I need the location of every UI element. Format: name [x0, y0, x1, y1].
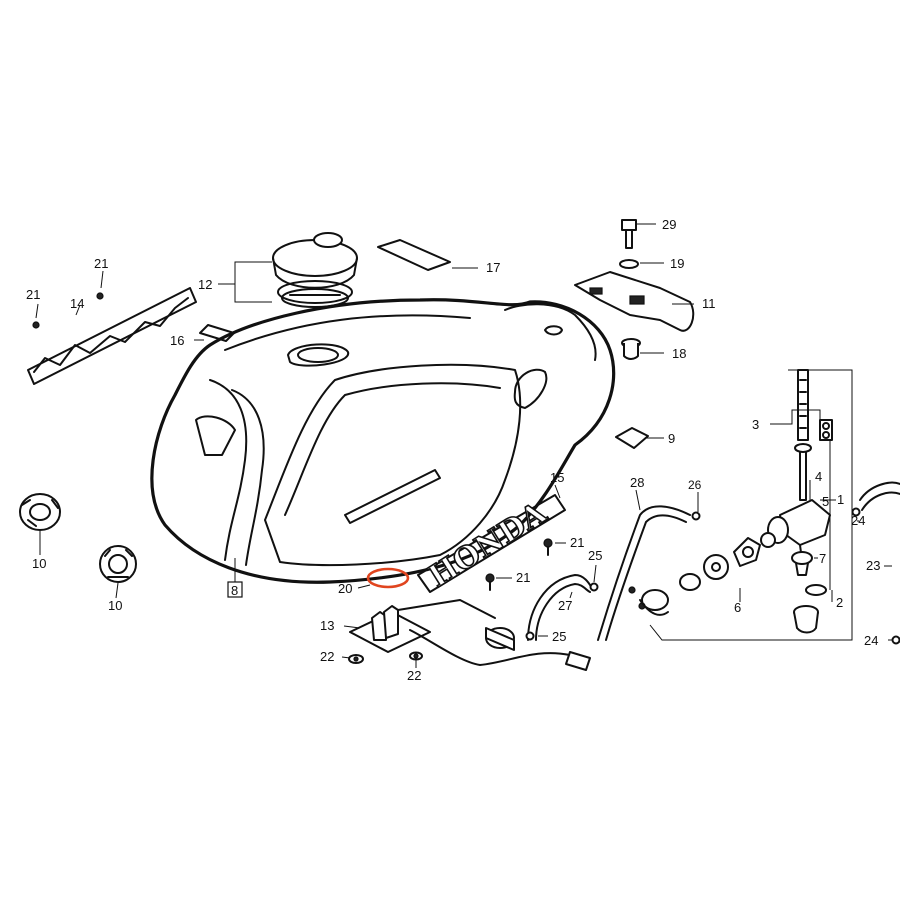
- emblem-plate: [615, 427, 649, 449]
- callout-13: 13: [320, 618, 334, 633]
- callout-6: 6: [734, 600, 741, 615]
- callout-10-right: 10: [108, 598, 122, 613]
- callout-24-lower: 24: [864, 633, 878, 648]
- callout-8-box: [227, 581, 243, 598]
- callout-21-upper: 21: [570, 535, 584, 550]
- sediment-cup-2: [793, 584, 827, 634]
- callout-24-upper: 24: [851, 513, 865, 528]
- bushing-18: [621, 338, 641, 360]
- nut-22-left: [348, 654, 364, 664]
- callout-9: 9: [668, 431, 675, 446]
- screw-21-a: [543, 538, 553, 556]
- callout-23: 23: [866, 558, 880, 573]
- callout-28: 28: [630, 475, 644, 490]
- clip-26: [691, 511, 701, 521]
- callout-19: 19: [670, 256, 684, 271]
- fuel-cock-lever-set: [628, 532, 776, 616]
- fuel-hose-27: [527, 574, 593, 641]
- fuel-strainer-pipe: [794, 369, 812, 501]
- callout-1: 1: [837, 492, 844, 507]
- callout-20: 20: [338, 581, 352, 596]
- callout-29: 29: [662, 217, 676, 232]
- rubber-damper-left: [19, 493, 61, 531]
- callout-22-right: 22: [407, 668, 421, 683]
- callout-21-left: 21: [26, 287, 40, 302]
- pad: [199, 324, 235, 342]
- washer-19: [619, 259, 639, 269]
- bracket-frame-1: [649, 369, 853, 641]
- fuel-unit: [349, 599, 591, 671]
- callout-5: 5: [822, 494, 829, 509]
- callout-27: 27: [558, 598, 572, 613]
- callout-22-left: 22: [320, 649, 334, 664]
- clip-24-lower: [891, 635, 900, 645]
- clip-24-upper: [851, 507, 861, 517]
- callout-10-left: 10: [32, 556, 46, 571]
- screw-21-b: [485, 573, 495, 591]
- fuel-cock-body: [767, 499, 831, 561]
- callout-3: 3: [752, 417, 759, 432]
- nut-22-right: [409, 651, 423, 661]
- o-ring-seal: [366, 567, 410, 589]
- callout-7: 7: [819, 551, 826, 566]
- fuel-tank: [150, 298, 616, 584]
- gasket-set-3: [819, 419, 833, 441]
- callout-12: 12: [198, 277, 212, 292]
- callout-labels: 12 17 16 14 21 21 10 10 29 19 11 18 9 15…: [26, 217, 880, 683]
- rubber-damper-right: [99, 545, 137, 583]
- callout-25-upper: 25: [588, 548, 602, 563]
- callout-8: 8: [231, 583, 238, 598]
- callout-4: 4: [815, 469, 822, 484]
- callout-16: 16: [170, 333, 184, 348]
- callout-18: 18: [672, 346, 686, 361]
- fuel-hose-23: [859, 481, 900, 511]
- callout-25-lower: 25: [552, 629, 566, 644]
- fuel-hose-28: [597, 505, 691, 641]
- filler-cap-assembly: [272, 232, 358, 308]
- callout-21-lower: 21: [516, 570, 530, 585]
- callout-15: 15: [550, 470, 564, 485]
- leader-lines: [35, 223, 892, 668]
- clip-25-a: [589, 582, 599, 592]
- drain-screw-7: [791, 551, 813, 576]
- mounting-strip: [27, 287, 197, 385]
- decal-plate: [377, 239, 451, 271]
- callout-11: 11: [702, 296, 716, 311]
- callout-2: 2: [836, 595, 843, 610]
- callout-14: 14: [70, 296, 84, 311]
- rear-mount-bracket: [574, 271, 695, 332]
- bolt-29: [621, 219, 637, 249]
- callout-17: 17: [486, 260, 500, 275]
- callout-21-top: 21: [94, 256, 108, 271]
- callout-26: 26: [688, 478, 702, 492]
- clip-25-b: [525, 631, 535, 641]
